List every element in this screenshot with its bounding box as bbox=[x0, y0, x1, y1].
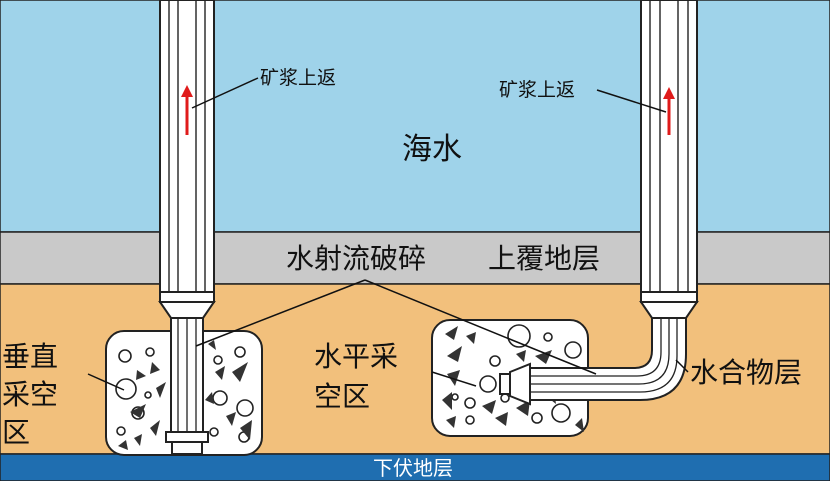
left-vertical-pipe bbox=[158, 0, 216, 455]
right-pipe bbox=[499, 0, 699, 406]
leader-lines bbox=[87, 77, 689, 391]
water-jet-label: 水射流破碎 bbox=[286, 242, 426, 275]
underlying-layer bbox=[0, 453, 830, 481]
vertical-cavity-label-line2: 采空 bbox=[2, 378, 58, 411]
underlying-layer-label: 下伏地层 bbox=[373, 456, 453, 480]
seawater-layer bbox=[0, 0, 830, 233]
vertical-cavity-label-line1: 垂直 bbox=[2, 340, 58, 373]
overburden-label: 上覆地层 bbox=[488, 242, 600, 275]
vertical-cavity-label-line3: 区 bbox=[2, 416, 30, 449]
horizontal-cavity-label-line1: 水平采 bbox=[314, 340, 398, 373]
horizontal-cavity-label-line2: 空区 bbox=[314, 380, 370, 413]
slurry-return-label-right: 矿浆上返 bbox=[499, 79, 575, 101]
slurry-return-label-left: 矿浆上返 bbox=[260, 67, 336, 89]
hydrate-layer-label: 水合物层 bbox=[690, 356, 802, 389]
slurry-arrow-right bbox=[663, 87, 675, 135]
slurry-arrow-left bbox=[181, 85, 193, 135]
seawater-label: 海水 bbox=[402, 132, 462, 167]
